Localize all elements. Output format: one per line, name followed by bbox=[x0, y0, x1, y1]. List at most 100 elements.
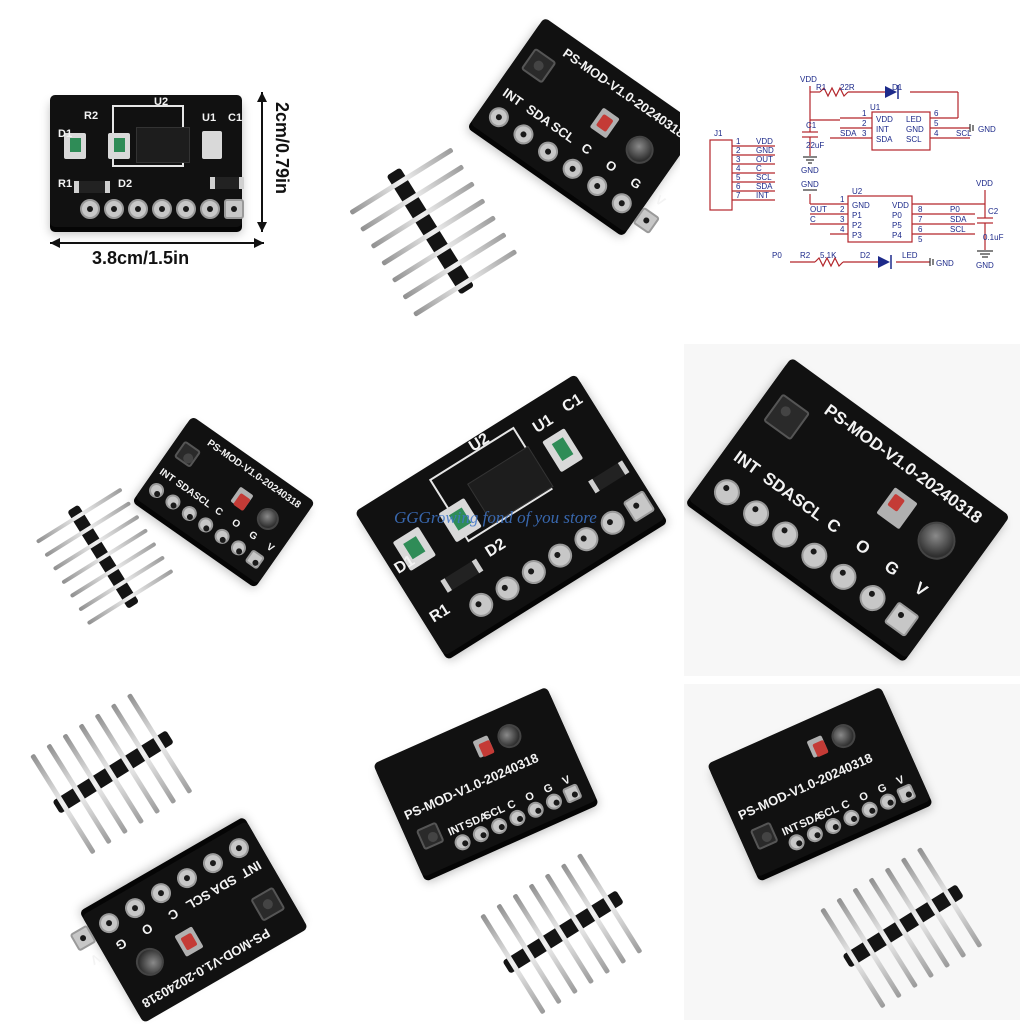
sch-u2-p0: P0 bbox=[950, 205, 960, 214]
pad bbox=[491, 571, 525, 605]
sch-u2-n7: 7 bbox=[918, 215, 923, 224]
pin-label-c: C bbox=[165, 905, 182, 924]
sch-u2-l3: P2 bbox=[852, 221, 862, 230]
pin-label-v: V bbox=[87, 950, 103, 969]
tile-dimensions: D1 D2 R2 U2 U1 C1 R1 3.8cm/1.5in 2cm/0.7… bbox=[0, 0, 340, 340]
sch-gnd-u1: GND bbox=[978, 125, 996, 134]
pin-label-int: INT bbox=[500, 84, 526, 110]
pad bbox=[632, 206, 661, 235]
sch-led: LED bbox=[902, 251, 918, 260]
sch-j1-p1: VDD bbox=[756, 137, 773, 146]
pad bbox=[883, 601, 920, 638]
label-d2: D2 bbox=[118, 178, 133, 190]
sch-u1-n2: 2 bbox=[862, 119, 867, 128]
sch-j1-n2: 2 bbox=[736, 146, 741, 155]
sch-u2-c: C bbox=[810, 215, 816, 224]
width-label: 3.8cm/1.5in bbox=[92, 248, 190, 268]
sch-u2: U2 bbox=[852, 187, 863, 196]
sch-j1-p4: C bbox=[756, 164, 762, 173]
pin-label-int: INT bbox=[238, 857, 265, 882]
sch-u2-scl: SCL bbox=[950, 225, 966, 234]
sch-j1-n3: 3 bbox=[736, 155, 741, 164]
label-d1: D1 bbox=[58, 128, 73, 140]
pin-label-o: O bbox=[602, 156, 620, 176]
sch-u2-l4: P3 bbox=[852, 231, 862, 240]
pad bbox=[596, 506, 630, 540]
diode-d2-symbol bbox=[878, 256, 890, 268]
sch-d2: D2 bbox=[860, 251, 871, 260]
pad bbox=[767, 516, 804, 553]
pad bbox=[80, 199, 100, 219]
sch-vdd-top: VDD bbox=[800, 75, 817, 84]
pad bbox=[854, 579, 891, 617]
ir-led bbox=[806, 735, 829, 759]
pin-label-v: V bbox=[652, 191, 669, 210]
pcb-component-side: D1 D2 R2 U2 U1 C1 R1 bbox=[50, 95, 244, 227]
sch-u1-l1: VDD bbox=[876, 115, 893, 124]
sch-j1-n5: 5 bbox=[736, 173, 741, 182]
proximity-sensor bbox=[415, 821, 445, 851]
pin-header bbox=[12, 680, 219, 878]
sch-p0-net: P0 bbox=[772, 251, 782, 260]
ir-led bbox=[230, 486, 254, 511]
proximity-sensor bbox=[749, 821, 779, 851]
pin-label-o: O bbox=[139, 920, 156, 939]
sch-u2-n3: 3 bbox=[840, 215, 845, 224]
sch-gnd-c2: GND bbox=[976, 261, 994, 270]
pin-label-scl: SCL bbox=[183, 886, 214, 913]
sch-u1-n3: 3 bbox=[862, 129, 867, 138]
sch-j1-p2: GND bbox=[756, 146, 774, 155]
pin-label-v: V bbox=[910, 578, 932, 601]
sch-u2-n2: 2 bbox=[840, 205, 845, 214]
pad bbox=[607, 189, 636, 218]
capacitor-c1 bbox=[588, 460, 630, 494]
sch-gnd-c1: GND bbox=[801, 166, 819, 175]
tile-component-closeup: D1 D2 U2 U1 C1 R1 GGGrowing fond of you … bbox=[340, 340, 680, 680]
label-u1: U1 bbox=[529, 411, 557, 437]
sch-u2-n6: 6 bbox=[918, 225, 923, 234]
sch-u2-r4: P4 bbox=[892, 231, 902, 240]
sch-u1-n4: 4 bbox=[934, 129, 939, 138]
photo-lens bbox=[827, 720, 860, 752]
label-u2: U2 bbox=[154, 96, 169, 108]
height-label: 2cm/0.79in bbox=[272, 102, 292, 195]
sch-r1-val: 22R bbox=[840, 83, 855, 92]
label-r1: R1 bbox=[426, 601, 454, 627]
pin-label-o: O bbox=[851, 535, 874, 559]
sch-u1-l3: SDA bbox=[876, 135, 893, 144]
component-u1 bbox=[542, 428, 584, 473]
sch-u1-n5: 5 bbox=[934, 119, 939, 128]
sch-c2: C2 bbox=[988, 207, 999, 216]
tile-schematic: VDD R1 22R D1 U1 VDD INT SDA 1 2 3 LED G… bbox=[680, 0, 1024, 340]
pad bbox=[152, 199, 172, 219]
sch-u1-scl: SCL bbox=[956, 129, 972, 138]
sch-gnd-u2: GND bbox=[801, 180, 819, 189]
sch-u2-n8: 8 bbox=[918, 205, 923, 214]
pin-row bbox=[80, 199, 244, 219]
pad bbox=[622, 489, 656, 523]
chip-u2 bbox=[136, 127, 190, 163]
label-r1: R1 bbox=[58, 178, 73, 190]
pad bbox=[200, 199, 220, 219]
pad bbox=[224, 199, 244, 219]
sch-u2-l2: P1 bbox=[852, 211, 862, 220]
sch-j1-p6: SDA bbox=[756, 182, 773, 191]
pad bbox=[484, 103, 513, 132]
sch-r2-val: 5.1K bbox=[820, 251, 837, 260]
pad bbox=[796, 537, 833, 574]
sch-vdd-c2: VDD bbox=[976, 179, 993, 188]
pad bbox=[147, 879, 175, 907]
sch-j1-n7: 7 bbox=[736, 191, 741, 200]
pad bbox=[121, 894, 149, 922]
sch-u1: U1 bbox=[870, 103, 881, 112]
pin-label-c: C bbox=[578, 139, 595, 158]
label-r2: R2 bbox=[84, 110, 99, 122]
pad bbox=[173, 864, 201, 892]
board-model-label: PS-MOD-V1.0-20240318 bbox=[204, 437, 303, 511]
sch-u1-sda: SDA bbox=[840, 129, 857, 138]
capacitor-c1 bbox=[210, 177, 244, 189]
sch-u1-r2: GND bbox=[906, 125, 924, 134]
